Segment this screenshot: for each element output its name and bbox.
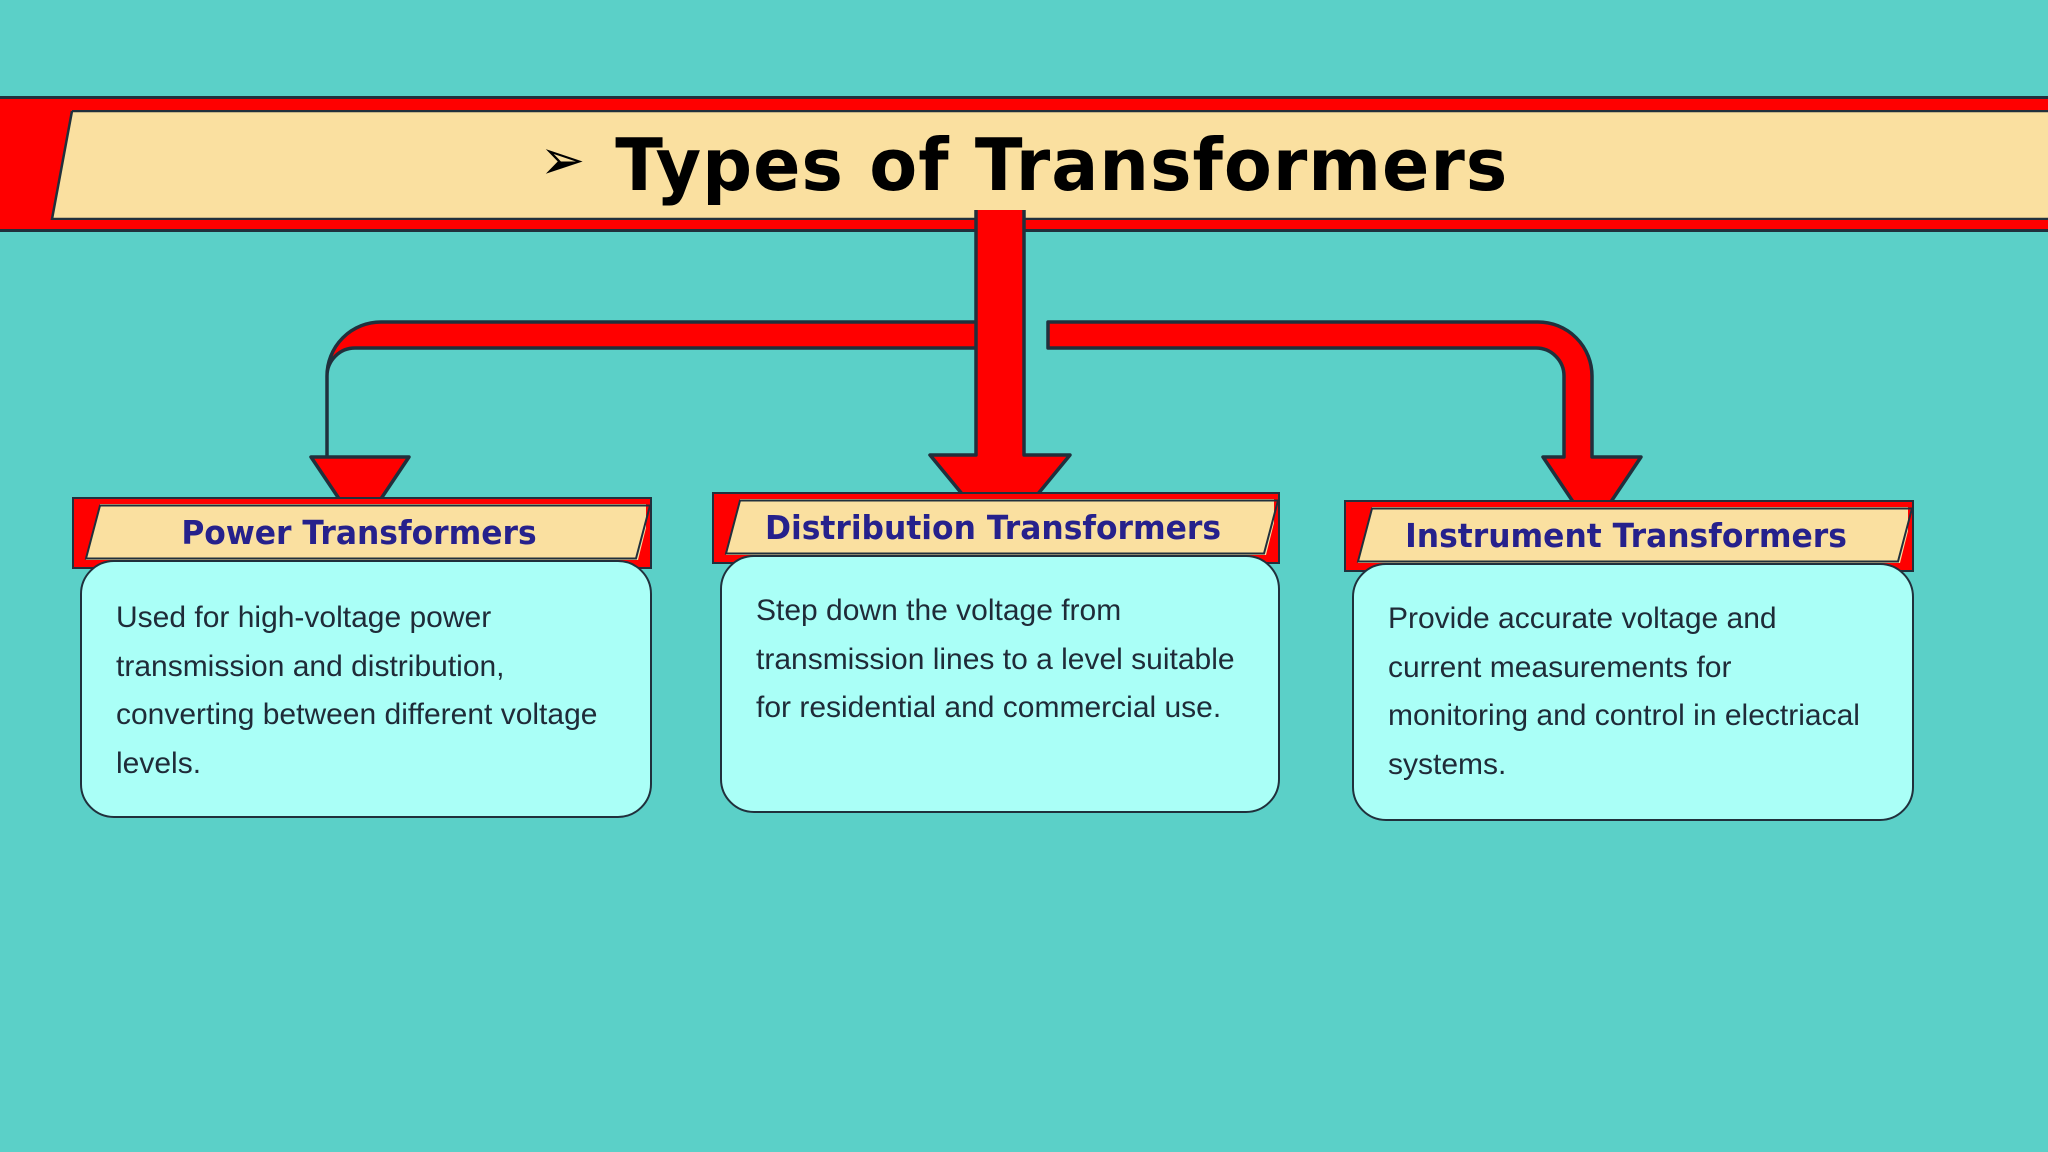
card-title-distribution-transformers: Distribution Transformers (764, 507, 1222, 547)
arrow-bullet-icon: ➢ (539, 128, 587, 193)
card-body-instrument-transformers: Provide accurate voltage and current mea… (1352, 563, 1914, 821)
card-distribution-transformers[interactable]: Distribution Transformers Step down the … (712, 492, 1280, 813)
card-power-transformers[interactable]: Power Transformers Used for high-voltage… (72, 497, 652, 818)
card-description-instrument-transformers: Provide accurate voltage and current mea… (1388, 602, 1860, 781)
connector-arrow-center (928, 210, 1072, 510)
connector-arrow-right (1046, 320, 1643, 510)
card-body-power-transformers: Used for high-voltage power transmission… (80, 560, 652, 818)
card-title-instrument-transformers: Instrument Transformers (1405, 515, 1847, 555)
page-title: ➢ Types of Transformers (31, 110, 2018, 220)
card-body-distribution-transformers: Step down the voltage from transmission … (720, 555, 1280, 813)
card-header-power-transformers: Power Transformers (72, 497, 652, 569)
title-banner: ➢ Types of Transformers (0, 96, 2048, 232)
card-header-instrument-transformers: Instrument Transformers (1344, 500, 1914, 572)
card-description-power-transformers: Used for high-voltage power transmission… (116, 601, 598, 780)
connector-arrow-left (309, 320, 1002, 510)
card-description-distribution-transformers: Step down the voltage from transmission … (756, 594, 1235, 725)
card-header-distribution-transformers: Distribution Transformers (712, 492, 1280, 564)
connector-arrows (309, 210, 1643, 510)
card-title-power-transformers: Power Transformers (181, 512, 537, 552)
card-instrument-transformers[interactable]: Instrument Transformers Provide accurate… (1344, 500, 1914, 821)
page-title-text: Types of Transformers (615, 123, 1509, 207)
